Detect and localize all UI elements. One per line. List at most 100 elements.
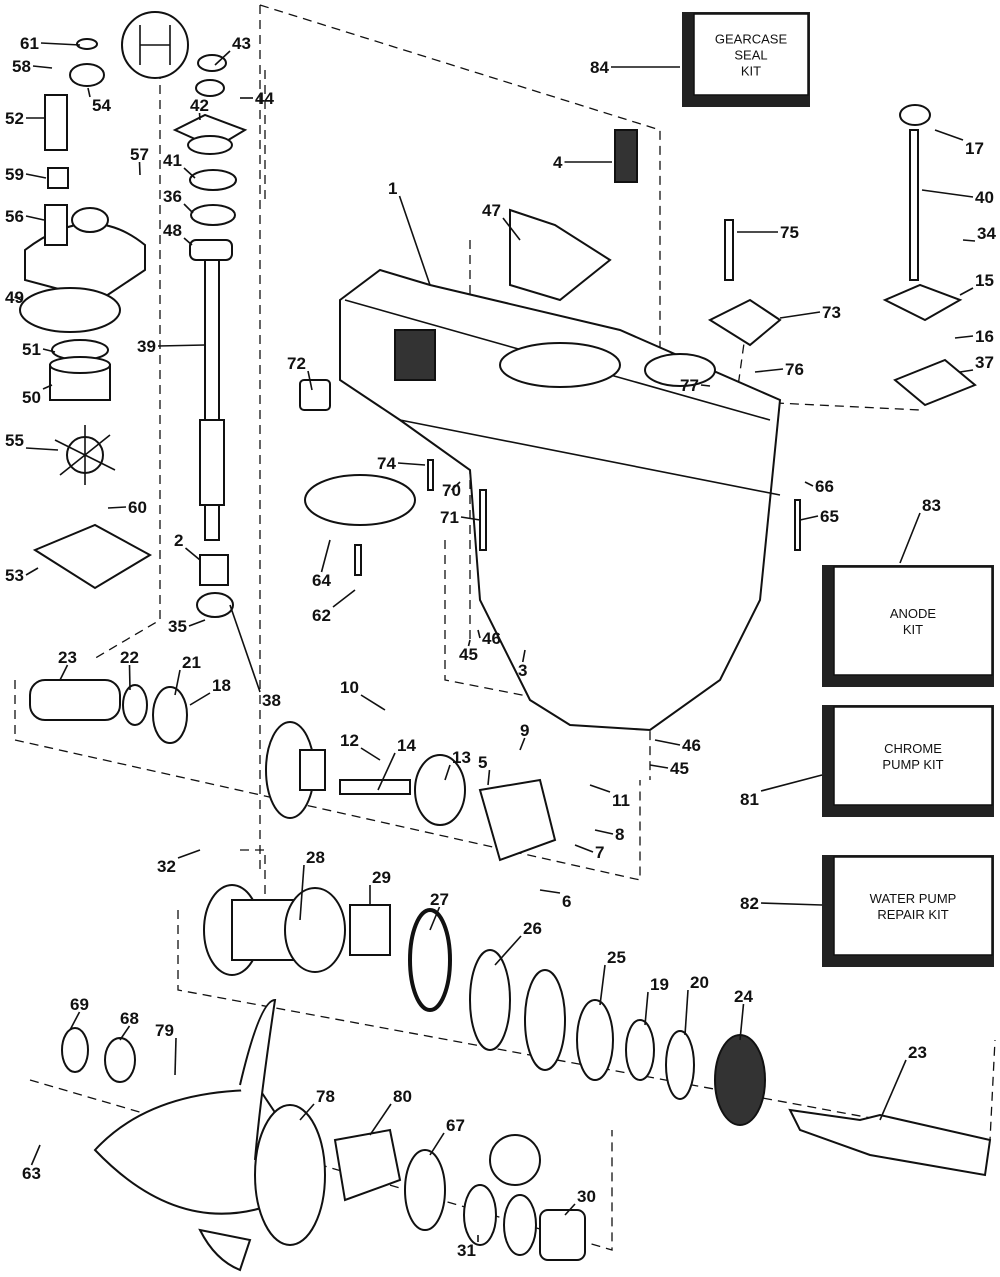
leader-line (25, 567, 39, 576)
leader-line (599, 964, 606, 1006)
kit-label: ANODE (890, 606, 937, 621)
callout-82: 82 (740, 894, 823, 913)
callout-81: 81 (740, 774, 823, 809)
callout-61: 61 (20, 34, 81, 53)
leader-line (174, 669, 181, 696)
leader-line (198, 112, 201, 121)
callout-62: 62 (312, 589, 356, 625)
leader-line (184, 547, 201, 561)
part-number-label: 67 (446, 1116, 465, 1135)
callout-39: 39 (137, 337, 206, 356)
leader-line (42, 384, 53, 390)
leader-line (14, 296, 23, 301)
callout-26: 26 (494, 919, 542, 966)
callout-21: 21 (174, 653, 201, 696)
part-number-label: 23 (908, 1043, 927, 1062)
callout-34: 34 (962, 224, 996, 243)
callout-70: 70 (442, 481, 461, 500)
part-number-label: 55 (5, 431, 24, 450)
leader-line (25, 173, 47, 179)
callout-41: 41 (163, 151, 196, 179)
part-number-label: 44 (255, 89, 274, 108)
leader-line (429, 906, 441, 931)
leader-line (107, 506, 127, 509)
part-number-label: 59 (5, 165, 24, 184)
part-number-label: 79 (155, 1021, 174, 1040)
leader-line (177, 849, 201, 859)
leader-line (460, 516, 481, 521)
leader-line (299, 864, 305, 921)
part-number-label: 58 (12, 57, 31, 76)
callout-66: 66 (804, 477, 834, 496)
leader-line (654, 739, 681, 746)
part-number-label: 13 (452, 748, 471, 767)
callout-46: 46 (654, 736, 701, 755)
leader-line (477, 629, 481, 639)
callout-23: 23 (58, 648, 77, 681)
part-number-label: 27 (430, 890, 449, 909)
part-number-label: 38 (262, 691, 281, 710)
part-number-label: 73 (822, 303, 841, 322)
kit-label: GEARCASE (715, 32, 788, 47)
part-number-label: 63 (22, 1164, 41, 1183)
part-number-label: 14 (397, 736, 416, 755)
callout-67: 67 (429, 1116, 465, 1156)
part-number-label: 35 (168, 617, 187, 636)
callout-31: 31 (457, 1235, 479, 1260)
callout-80: 80 (369, 1087, 412, 1136)
part-number-label: 57 (130, 145, 149, 164)
callout-44: 44 (240, 89, 274, 108)
part-number-label: 5 (478, 753, 487, 772)
part-number-label: 80 (393, 1087, 412, 1106)
leader-line (934, 129, 964, 141)
part-number-label: 77 (680, 376, 699, 395)
leader-line (959, 369, 974, 373)
callout-2: 2 (174, 531, 201, 561)
part-number-label: 83 (922, 496, 941, 515)
part-number-label: 64 (312, 571, 331, 590)
callout-60: 60 (107, 498, 147, 517)
leader-line (397, 462, 426, 466)
callout-37: 37 (959, 353, 994, 373)
part-number-label: 16 (975, 327, 994, 346)
leader-line (739, 1003, 745, 1041)
leader-line (589, 784, 611, 793)
leader-line (899, 512, 921, 564)
part-number-label: 19 (650, 975, 669, 994)
leader-line (539, 889, 561, 894)
part-number-label: 2 (174, 531, 183, 550)
part-number-label: 37 (975, 353, 994, 372)
leader-line (804, 481, 814, 487)
leader-line (138, 161, 141, 176)
callout-77: 77 (680, 376, 711, 395)
part-number-label: 7 (595, 843, 604, 862)
leader-line (467, 639, 471, 647)
part-number-label: 46 (482, 629, 501, 648)
part-number-label: 4 (553, 153, 563, 172)
leader-line (229, 604, 261, 693)
callout-28: 28 (299, 848, 325, 921)
callout-11: 11 (589, 784, 630, 810)
part-number-label: 41 (163, 151, 182, 170)
leader-line (25, 215, 45, 221)
callout-74: 74 (377, 454, 426, 473)
part-number-label: 3 (518, 661, 527, 680)
callout-79: 79 (155, 1021, 177, 1076)
callout-16: 16 (954, 327, 994, 346)
leader-line (25, 447, 59, 451)
callout-22: 22 (120, 648, 139, 691)
callout-5: 5 (478, 753, 491, 786)
part-number-label: 62 (312, 606, 331, 625)
part-number-label: 17 (965, 139, 984, 158)
part-number-label: 76 (785, 360, 804, 379)
leader-line (32, 65, 53, 69)
leader-line (87, 87, 91, 98)
leader-line (307, 370, 313, 391)
part-number-label: 36 (163, 187, 182, 206)
leader-line (183, 237, 193, 246)
part-number-label: 30 (577, 1187, 596, 1206)
leader-line (183, 167, 196, 179)
part-number-label: 34 (977, 224, 996, 243)
